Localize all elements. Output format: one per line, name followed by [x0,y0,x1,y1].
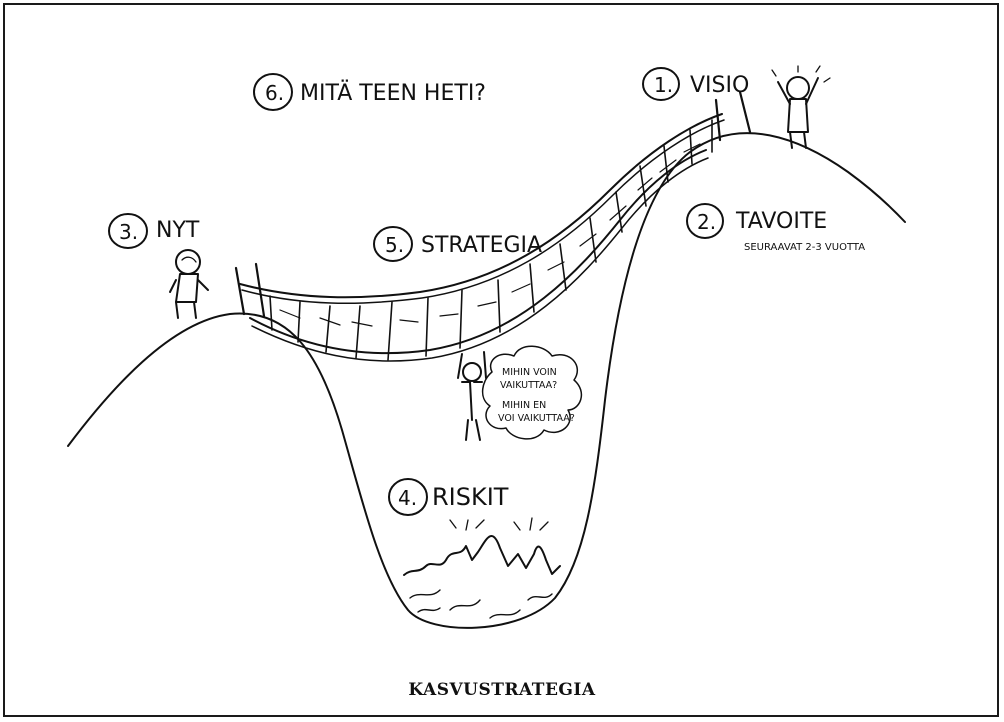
thought-line-3: MIHIN EN [502,400,546,411]
label-1-num: 1. [654,73,673,97]
thought-bubble [483,346,582,439]
label-6-num: 6. [265,81,284,105]
label-3-num: 3. [119,220,138,244]
label-2-num: 2. [697,210,716,234]
label-4-num: 4. [398,486,417,510]
risk-mountains [404,536,560,575]
label-nyt: NYT [156,218,200,243]
person-hanging [458,352,486,440]
label-riskit: RISKIT [432,483,509,511]
bridge-top-rail [240,114,722,297]
label-tavoite-sub: SEURAAVAT 2-3 VUOTTA [744,242,865,253]
caption-title: KASVUSTRATEGIA [0,680,1004,700]
person-visio [772,66,830,148]
label-tavoite: TAVOITE [735,209,827,234]
thought-line-2: VAIKUTTAA? [500,380,557,391]
thought-line-1: MIHIN VOIN [502,367,557,378]
thought-line-4: VOI VAIKUTTAA? [498,413,575,424]
label-strategia: STRATEGIA [421,233,542,258]
label-heti: MITÄ TEEN HETI? [300,80,486,106]
label-5-num: 5. [385,233,404,257]
person-nyt [170,250,208,318]
landscape-outline [68,133,905,628]
label-visio: VISIO [690,73,749,98]
